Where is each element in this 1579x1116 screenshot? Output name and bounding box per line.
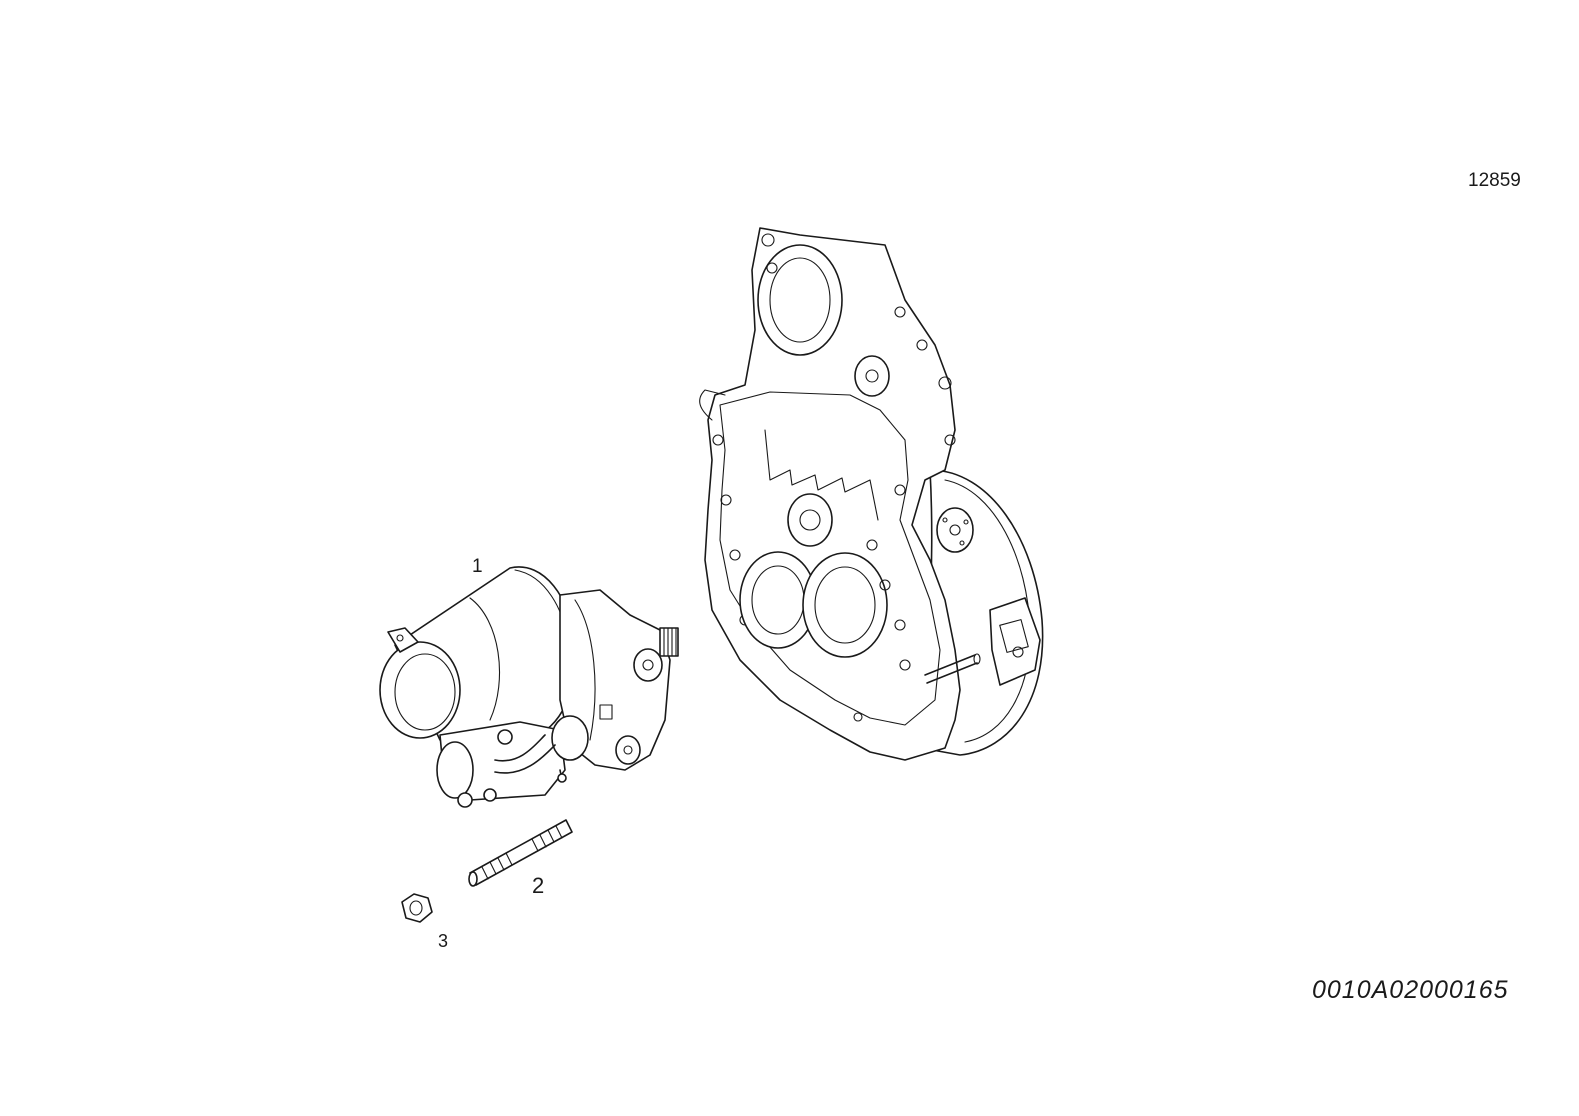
document-code: 0010A02000165 [1312, 976, 1509, 1004]
callout-stud: 2 [532, 873, 545, 898]
stud-drawing [468, 819, 573, 887]
nut-drawing [401, 893, 433, 923]
flywheel-housing-drawing [699, 227, 1044, 761]
reference-number: 12859 [1468, 170, 1521, 191]
callout-nut: 3 [438, 931, 449, 951]
callout-starter-motor: 1 [472, 556, 483, 577]
starter-motor-drawing [379, 566, 679, 808]
